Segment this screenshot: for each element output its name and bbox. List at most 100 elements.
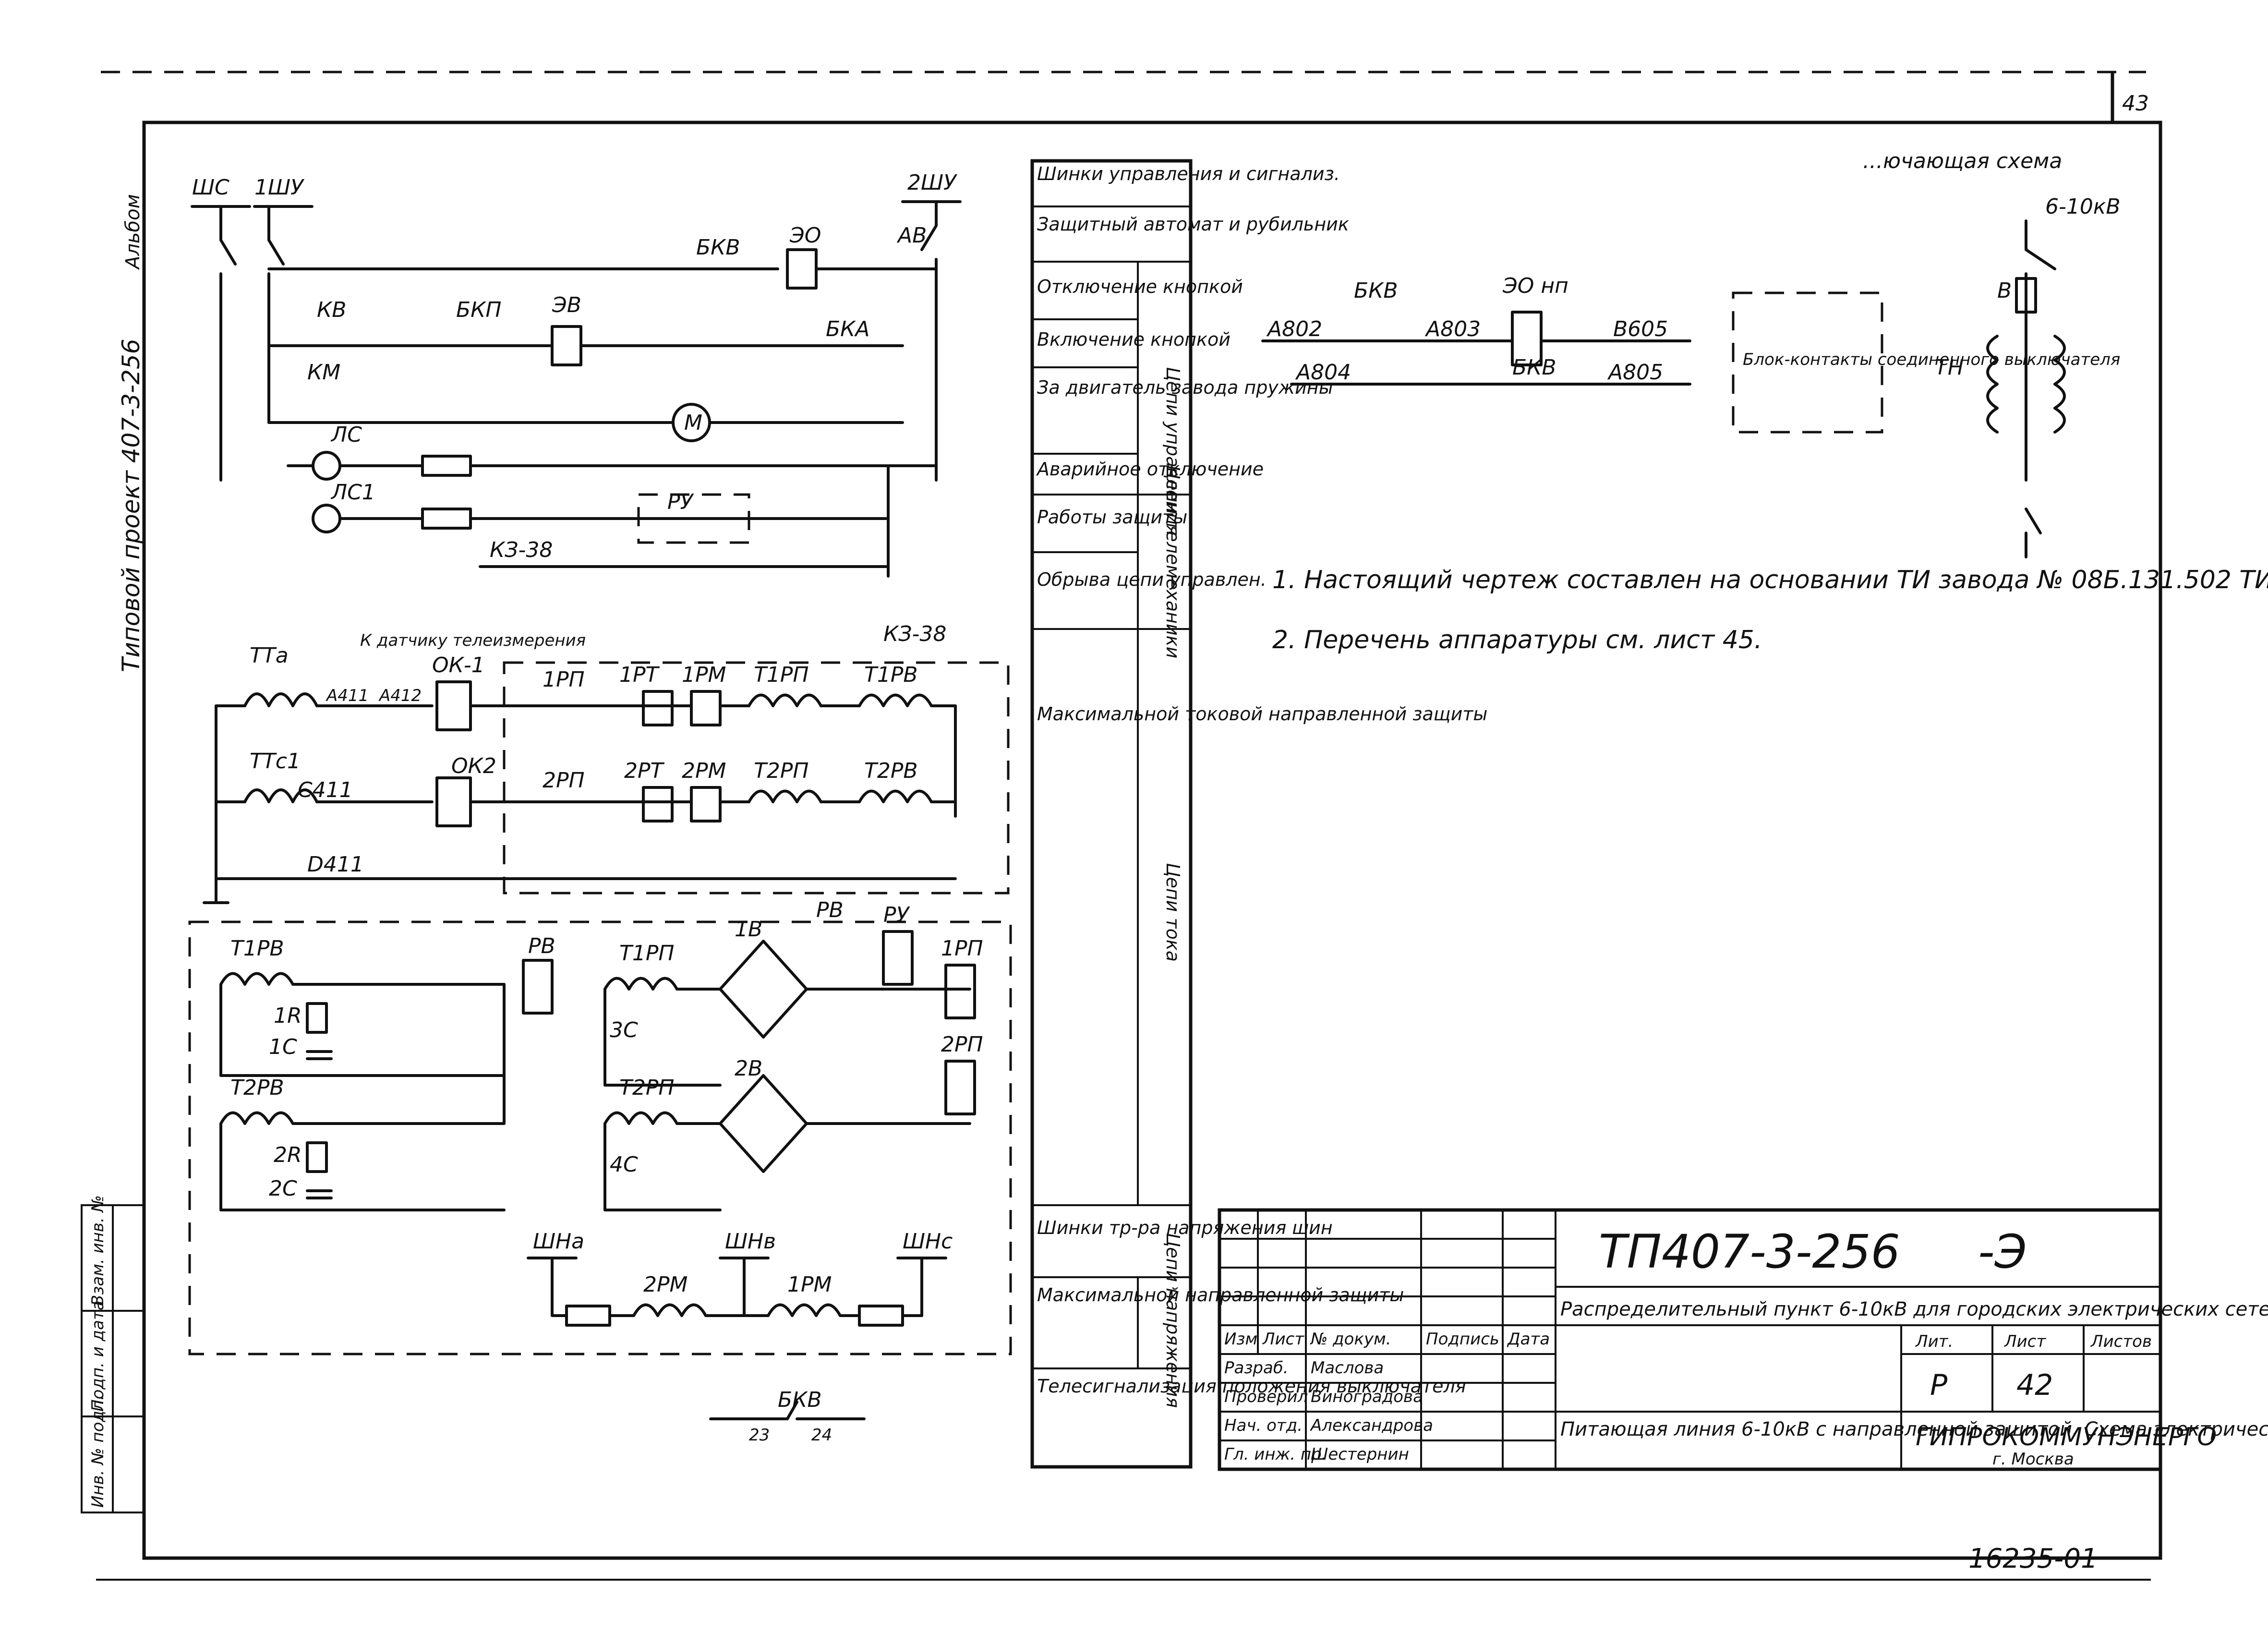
tb-org: ГИПРОКОММУНЭНЕРГО (1916, 1423, 2217, 1451)
legend-row-11: Телесигнализация положения выключателя (1037, 1376, 1466, 1397)
ls1-label: ЛС1 (330, 480, 375, 505)
ttc1-label: ТТс1 (250, 749, 301, 774)
ev-label: ЭВ (552, 293, 581, 317)
breaker-contacts: А802 БКВ А803 ЭО нп В605 А804 БКВ А805 Б… (1261, 274, 2120, 434)
2rp-aux-label: 2РП (941, 1032, 983, 1057)
ok1-label: ОК-1 (432, 653, 485, 677)
1rm-label: 1РМ (682, 663, 726, 687)
scheme-title: ...ючающая схема (1863, 149, 2062, 173)
note-2: 2. Перечень аппаратуры см. лист 45. (1272, 626, 1762, 654)
legend-row-4: За двигатель завода пружины (1037, 377, 1333, 398)
legend-row-0: Шинки управления и сигнализ. (1037, 163, 1340, 184)
tb-name-3: Шестернин (1311, 1445, 1409, 1464)
bkv-label-1: БКВ (696, 235, 740, 260)
tb-lit: Р (1930, 1368, 1948, 1402)
ok2-label: ОК2 (451, 754, 496, 778)
a802-label: А802 (1266, 317, 1322, 341)
1rp-aux-label: 1РП (941, 936, 983, 961)
tb-subtitle: Распределительный пункт 6-10кВ для город… (1560, 1298, 2268, 1320)
a412-label: А412 (378, 686, 422, 705)
group-control: Цепи управления (1162, 367, 1183, 536)
tta-label: ТТа (250, 643, 289, 668)
kz38-label-2: КЗ-38 (883, 622, 946, 646)
tele-24: 24 (811, 1426, 832, 1445)
group-telemech: Цепи телемеханики (1162, 465, 1183, 659)
tb-h-list: Лист (1262, 1330, 1304, 1349)
t1rp-label: Т1РП (754, 663, 809, 687)
ls-label: ЛС (330, 423, 362, 447)
tb-sheet: 42 (2016, 1368, 2053, 1402)
kz38-label-1: КЗ-38 (490, 538, 553, 562)
aux-relay-circuit: Т1РВ 1R 1С РВ Т2РВ 2R 2С Т1РП 3С 1В РУ Р (188, 898, 1012, 1355)
tb-name-2: Александрова (1310, 1416, 1433, 1435)
tb-role-1: Проверил (1224, 1387, 1308, 1406)
1rp-label: 1РП (543, 667, 585, 692)
tb-sheet-label: Лист (2003, 1332, 2046, 1351)
tb-sheets-label: Листов (2090, 1332, 2152, 1351)
side-album-label: Альбом (122, 194, 144, 270)
a804-label: А804 (1295, 360, 1351, 385)
d411-label: D411 (307, 852, 364, 877)
legend-column: Шинки управления и сигнализ. Защитный ав… (1030, 159, 1487, 1469)
bus-label-shs: ШС (192, 175, 229, 200)
legend-row-9: Шинки тр-ра напряжения шин (1037, 1217, 1333, 1238)
a805-label: А805 (1607, 360, 1663, 385)
aux-t1rp-label: Т1РП (619, 941, 675, 966)
a411-label: А411 (326, 686, 369, 705)
2rp-label: 2РП (543, 768, 585, 793)
tb-code: ТП407-3-256 (1599, 1225, 1900, 1279)
aux-t1rv-label: Т1РВ (230, 936, 284, 961)
tb-desc: Питающая линия 6-10кВ с направленной защ… (1560, 1418, 2268, 1440)
aux-t2rp-label: Т2РП (619, 1076, 675, 1100)
corner-sheet-number: 43 (2122, 91, 2149, 116)
tele-23: 23 (749, 1426, 770, 1445)
single-line-scheme: ...ючающая схема 6-10кВ В ТН (1863, 149, 2121, 558)
1rt-label: 1РТ (619, 663, 660, 687)
legend-row-6: Работы защиты (1037, 507, 1187, 528)
voltage-label: 6-10кВ (2045, 194, 2121, 219)
2v-label: 2В (735, 1056, 762, 1081)
control-circuit: ШС 1ШУ 2ШУ БКВ ЭО АВ КВ БКП ЭВ БКА М (191, 170, 962, 578)
t1rv-label: Т1РВ (864, 663, 918, 687)
tb-lit-label: Лит. (1915, 1332, 1953, 1351)
tb-h-date: Дата (1507, 1330, 1550, 1349)
bkp-label-1: БКП (456, 298, 502, 322)
aux-rv-label: РВ (528, 934, 555, 958)
tb-h-doc: № докум. (1310, 1330, 1391, 1349)
3c-label: 3С (610, 1018, 638, 1042)
1v-label: 1В (735, 917, 762, 942)
tb-role-3: Гл. инж. пр. (1224, 1445, 1327, 1464)
tb-name-1: Виноградова (1311, 1387, 1423, 1406)
v605-label: В605 (1613, 317, 1668, 341)
t2rp-label: Т2РП (754, 759, 809, 783)
telemetry-note: К датчику телеизмерения (360, 631, 586, 650)
legend-row-8: Максимальной токовой направленной защиты (1037, 703, 1487, 725)
group-voltage: Цепи напряжения (1162, 1233, 1183, 1408)
shnc-label: ШНс (903, 1229, 953, 1254)
shna-label: ШНа (533, 1229, 584, 1254)
drawing-frame (142, 121, 2162, 1560)
tb-city: г. Москва (1992, 1450, 2074, 1469)
eonp-label: ЭО нп (1502, 274, 1568, 298)
1c-label: 1С (269, 1035, 297, 1059)
bus-label-1shu: 1ШУ (254, 175, 305, 200)
legend-row-1: Защитный автомат и рубильник (1037, 214, 1349, 235)
aux-t2rv-label: Т2РВ (230, 1076, 284, 1100)
telesignal-contact: БКВ 23 24 (709, 1388, 866, 1445)
motor-label: М (684, 411, 702, 435)
tb-role-0: Разраб. (1224, 1358, 1289, 1378)
stamp-replace: Взам. инв. № (88, 1195, 108, 1306)
voltage-bus-circuit: ШНа ШНв ШНс 2РМ 1РМ (527, 1229, 953, 1327)
1rm-v-label: 1РМ (787, 1272, 832, 1297)
kv-label: КВ (317, 298, 346, 322)
bka-label-1: БКА (826, 317, 870, 341)
ru-label: РУ (667, 490, 695, 514)
tb-h-sign: Подпись (1426, 1330, 1499, 1349)
v-label: В (1997, 278, 2012, 303)
bottom-number: 16235-01 (1968, 1543, 2098, 1574)
4c-label: 4С (610, 1152, 638, 1177)
tb-h-izm: Изм (1224, 1330, 1257, 1349)
legend-row-2: Отключение кнопкой (1037, 276, 1243, 297)
eo-label: ЭО (789, 223, 821, 248)
bus-label-2shu: 2ШУ (907, 170, 958, 195)
